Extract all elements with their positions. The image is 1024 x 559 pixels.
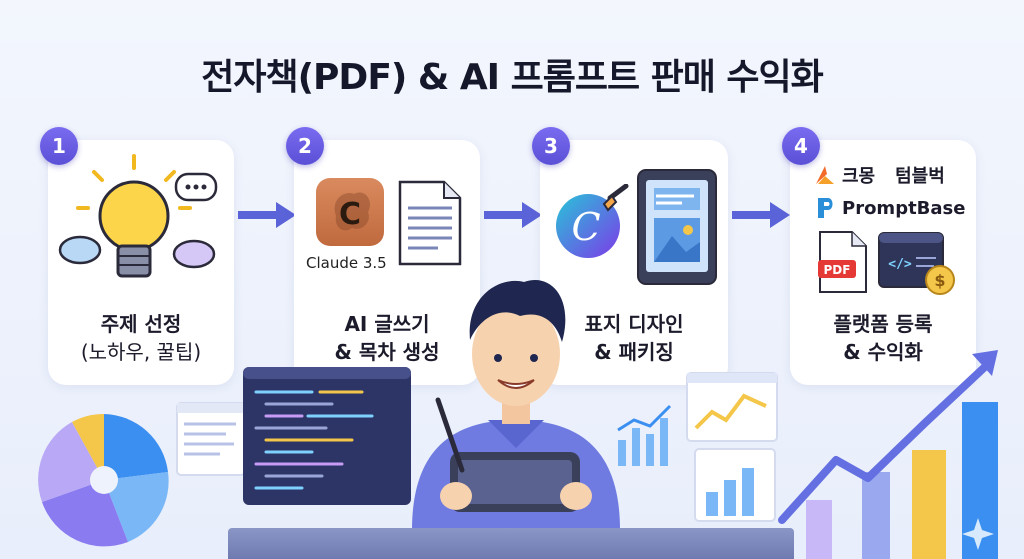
step-4-badge: 4 bbox=[782, 127, 820, 165]
code-label: </> bbox=[888, 257, 912, 272]
step-3-title: 표지 디자인 bbox=[584, 312, 684, 336]
step-card-2: AI 글쓰기 & 목차 생성 bbox=[294, 140, 480, 385]
page-title: 전자책(PDF) & AI 프롬프트 판매 수익화 bbox=[201, 57, 824, 98]
code-editor-illustration bbox=[243, 367, 411, 505]
person-with-tablet-illustration bbox=[412, 279, 620, 530]
kmong-label: 크몽 bbox=[842, 166, 876, 187]
line-chart-window-illustration bbox=[686, 372, 778, 442]
step-card-1: 주제 선정 (노하우, 꿀팁) bbox=[48, 140, 234, 385]
svg-text:C: C bbox=[571, 205, 600, 249]
step-4-title: 플랫폼 등록 bbox=[833, 312, 933, 336]
step-1-subtitle: (노하우, 꿀팁) bbox=[80, 340, 202, 364]
tablet-ebook-icon bbox=[637, 169, 717, 285]
step-2-badge: 2 bbox=[286, 127, 324, 165]
coin-icon: $ bbox=[925, 265, 955, 295]
growth-chart-illustration bbox=[778, 350, 998, 559]
step-4-subtitle: & 수익화 bbox=[843, 340, 923, 364]
promptbase-logo-icon bbox=[818, 198, 833, 218]
bar-chart-window-illustration bbox=[617, 404, 672, 466]
kmong-logo-icon bbox=[816, 166, 834, 184]
pie-chart-illustration bbox=[38, 413, 169, 547]
step-3-badge: 3 bbox=[532, 127, 570, 165]
promptbase-label: PromptBase bbox=[842, 197, 966, 219]
desk-illustration bbox=[228, 528, 794, 559]
step-3-subtitle: & 패키징 bbox=[594, 340, 674, 364]
canva-logo-icon: C bbox=[556, 184, 629, 258]
claude-logo-icon: C bbox=[316, 178, 384, 246]
pdf-file-icon: PDF bbox=[818, 231, 867, 293]
lightbulb-icon bbox=[58, 154, 218, 278]
document-icon bbox=[398, 180, 462, 266]
arrow-right-icon bbox=[238, 202, 296, 228]
step-2-title: AI 글쓰기 bbox=[344, 312, 430, 336]
tumblbug-label: 텀블벅 bbox=[895, 166, 945, 187]
small-window-illustration bbox=[176, 402, 246, 476]
step-1-badge: 1 bbox=[40, 127, 78, 165]
platform-row-kmong: 크몽 텀블벅 bbox=[814, 162, 945, 188]
pdf-label: PDF bbox=[824, 263, 851, 277]
arrow-right-icon bbox=[484, 202, 542, 228]
step-1-title: 주제 선정 bbox=[100, 312, 182, 336]
svg-text:C: C bbox=[339, 197, 361, 232]
platform-row-promptbase: PromptBase bbox=[814, 196, 965, 220]
step-2-subtitle: & 목차 생성 bbox=[334, 340, 440, 364]
claude-label: Claude 3.5 bbox=[306, 254, 387, 272]
coin-label: $ bbox=[934, 271, 945, 290]
arrow-right-icon bbox=[732, 202, 790, 228]
bar-window-illustration bbox=[694, 448, 776, 522]
